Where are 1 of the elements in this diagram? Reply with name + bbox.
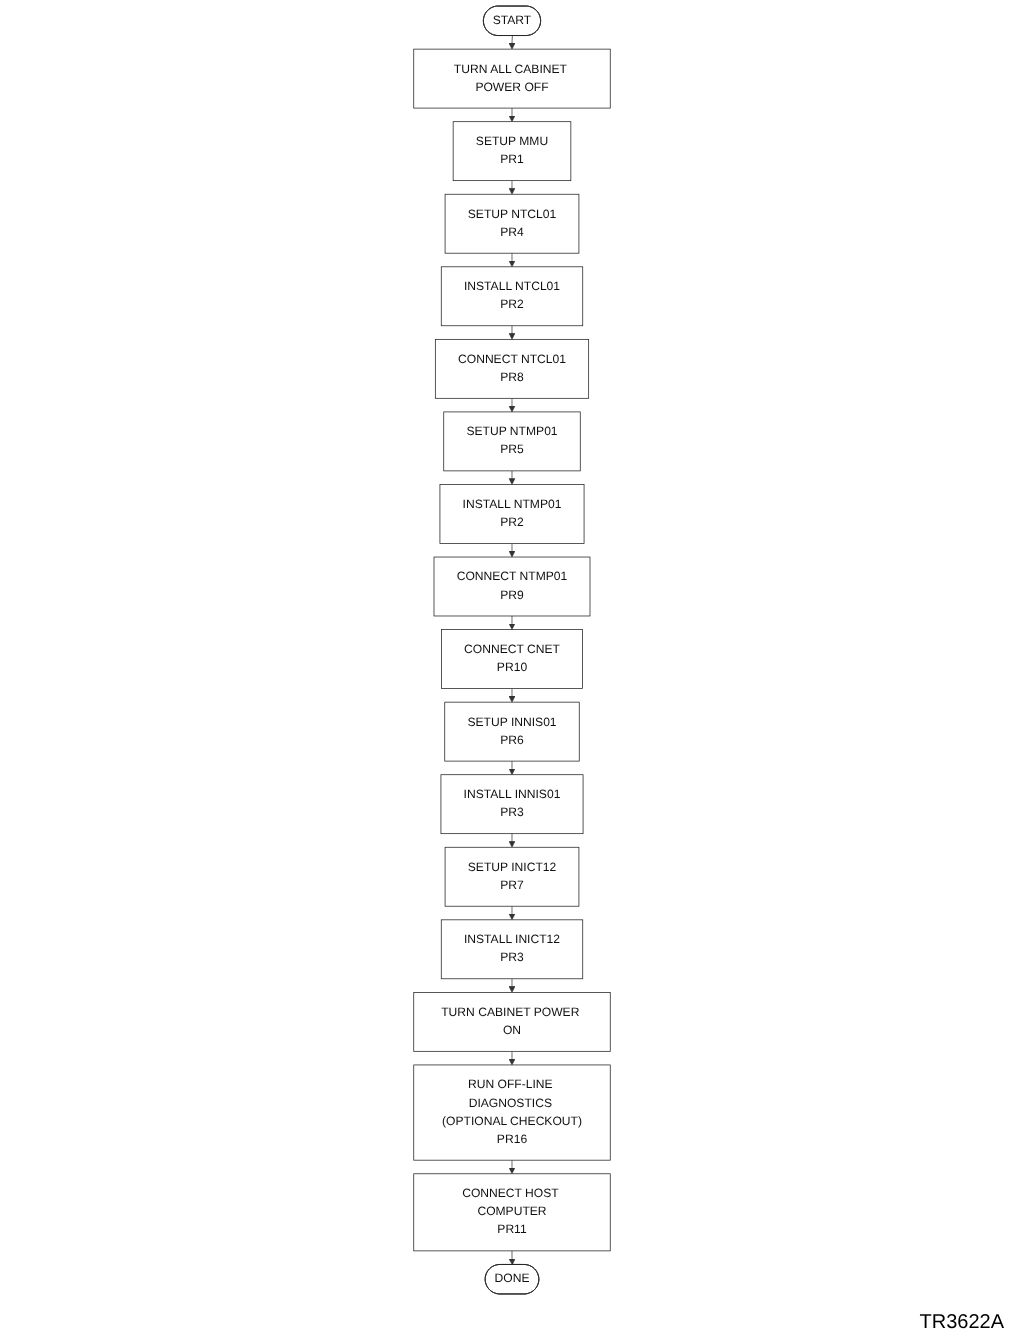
- figure-code: TR3622A: [919, 1312, 1004, 1334]
